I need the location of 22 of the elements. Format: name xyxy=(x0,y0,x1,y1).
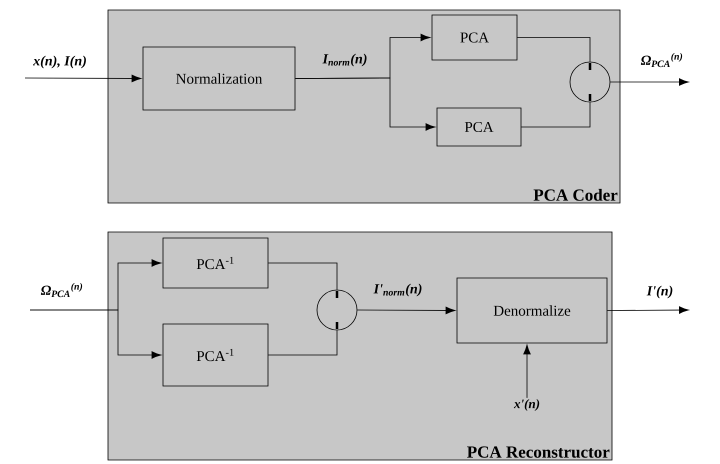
edge-label: I$_{norm}$(n) xyxy=(322,52,368,68)
edge-label: I'$_{norm}$(n) xyxy=(372,282,424,298)
signal-label: x'(n) xyxy=(514,399,540,411)
process-box: PCA xyxy=(432,14,518,60)
arrow xyxy=(607,306,689,314)
arrow xyxy=(357,306,456,314)
edge-label: Ω$_{PCA}$(n) xyxy=(640,52,684,68)
process-box: PCA xyxy=(436,108,522,146)
edge-label: x(n), I(n) xyxy=(32,54,88,70)
arrow xyxy=(295,78,436,131)
process-box: PCA$^{-1}$ xyxy=(162,238,268,288)
process-box: Denormalize xyxy=(456,278,608,344)
summing-circle xyxy=(316,290,358,330)
process-box: PCA$^{-1}$ xyxy=(162,324,268,386)
arrow xyxy=(523,344,531,398)
edge-label: Ω$_{PCA}$(n) xyxy=(40,282,84,298)
process-box: Normalization xyxy=(142,46,296,110)
arrow xyxy=(30,310,162,359)
arrow xyxy=(24,74,142,82)
arrow xyxy=(610,78,689,86)
edge-label: I'(n) xyxy=(646,284,674,300)
summing-circle xyxy=(570,62,610,102)
